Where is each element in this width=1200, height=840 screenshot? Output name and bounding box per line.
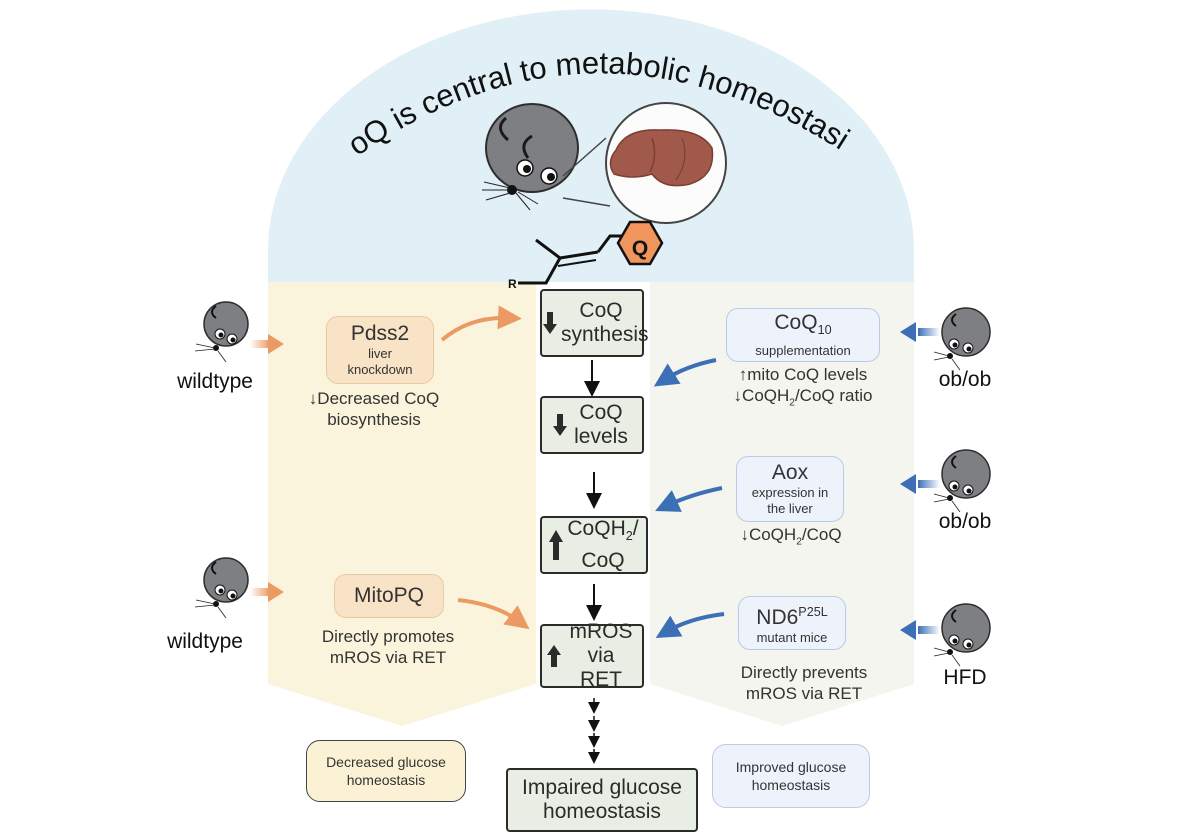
- impaired-glucose-label: Impaired glucose homeostasis: [522, 776, 682, 823]
- left-outcome-box: Decreased glucose homeostasis: [306, 740, 466, 802]
- liver-zoom-icon: [562, 102, 727, 224]
- mouse-obob-2-icon: [933, 449, 991, 513]
- aox-subtitle: expression in the liver: [751, 485, 829, 516]
- mros-via-ret-label: mROS via RET: [569, 620, 633, 691]
- nd6-subtitle: mutant mice: [756, 630, 828, 645]
- orange-arrow-pdss2-to-synthesis: [440, 305, 522, 342]
- aox-note: ↓CoQH2/CoQ: [740, 525, 842, 548]
- up-arrow-icon: [547, 645, 561, 667]
- mouse-wildtype-2-label: wildtype: [167, 630, 243, 653]
- mitopq-box: MitoPQ: [334, 574, 444, 618]
- pdss2-note: ↓Decreased CoQ biosynthesis: [308, 389, 440, 429]
- diagram-title: CoQ is central to metabolic homeostasis: [0, 0, 856, 162]
- coqh2-ratio-label: CoQH2/CoQ: [567, 517, 639, 572]
- coq10-box: CoQ10 supplementation: [726, 308, 880, 362]
- large-mouse-icon: [482, 103, 579, 211]
- blue-arrow-aox-to-ratio: [655, 486, 723, 512]
- blue-arrow-coq10-to-levels: [653, 358, 717, 387]
- blue-arrow-nd6-to-mros: [655, 612, 725, 639]
- blue-arrow-hfd: [900, 620, 940, 640]
- molecule-r-label: R: [508, 277, 517, 291]
- coq-molecule-structure: [518, 234, 624, 285]
- molecule-q-label: Q: [632, 237, 648, 260]
- coq-levels-label: CoQ levels: [574, 401, 628, 448]
- right-outcome-box: Improved glucose homeostasis: [712, 744, 870, 808]
- nd6-note: Directly prevents mROS via RET: [740, 663, 868, 703]
- coq10-subtitle: supplementation: [755, 342, 851, 358]
- left-outcome-label: Decreased glucose homeostasis: [326, 754, 446, 788]
- nd6-title: ND6P25L: [756, 605, 828, 629]
- orange-arrow-mitopq-to-mros: [457, 598, 530, 630]
- mouse-obob-1-label: ob/ob: [938, 368, 992, 391]
- up-arrow-icon: [549, 530, 564, 560]
- q-hexagon-icon: [616, 220, 664, 266]
- orange-arrow-wildtype-1: [250, 334, 284, 354]
- aox-box: Aox expression in the liver: [736, 456, 844, 522]
- aox-title: Aox: [771, 461, 809, 484]
- pdss2-title: Pdss2: [350, 322, 410, 345]
- mros-via-ret-box: mROS via RET: [540, 620, 644, 691]
- mouse-hfd-label: HFD: [943, 666, 987, 689]
- mouse-hfd-icon: [933, 603, 991, 667]
- mouse-obob-2-label: ob/ob: [938, 510, 992, 533]
- mouse-wildtype-1-icon: [194, 301, 249, 363]
- coq10-note: ↑mito CoQ levels ↓CoQH2/CoQ ratio: [733, 365, 873, 409]
- down-arrow-icon: [543, 312, 557, 334]
- coqh2-ratio-box: CoQH2/CoQ: [540, 516, 648, 574]
- dome-background: [268, 9, 914, 283]
- mitopq-title: MitoPQ: [353, 584, 424, 607]
- mitopq-note: Directly promotes mROS via RET: [321, 627, 455, 667]
- blue-arrow-obob-2: [900, 474, 940, 494]
- left-panel-background: [268, 282, 536, 726]
- blue-arrow-obob-1: [900, 322, 940, 342]
- right-outcome-label: Improved glucose homeostasis: [735, 759, 847, 793]
- coq-synthesis-label: CoQ synthesis: [561, 299, 649, 346]
- coq10-title: CoQ10: [774, 311, 832, 338]
- down-arrow-icon: [553, 414, 567, 436]
- mouse-wildtype-1-label: wildtype: [177, 370, 253, 393]
- pdss2-box: Pdss2 liver knockdown: [326, 316, 434, 384]
- mouse-obob-1-icon: [933, 307, 991, 371]
- nd6-box: ND6P25L mutant mice: [738, 596, 846, 650]
- pdss2-subtitle: liver knockdown: [347, 346, 413, 377]
- impaired-glucose-box: Impaired glucose homeostasis: [506, 768, 698, 832]
- coq-levels-box: CoQ levels: [540, 396, 644, 454]
- mouse-wildtype-2-icon: [194, 557, 249, 619]
- orange-arrow-wildtype-2: [250, 582, 284, 602]
- coq-synthesis-box: CoQ synthesis: [540, 289, 649, 357]
